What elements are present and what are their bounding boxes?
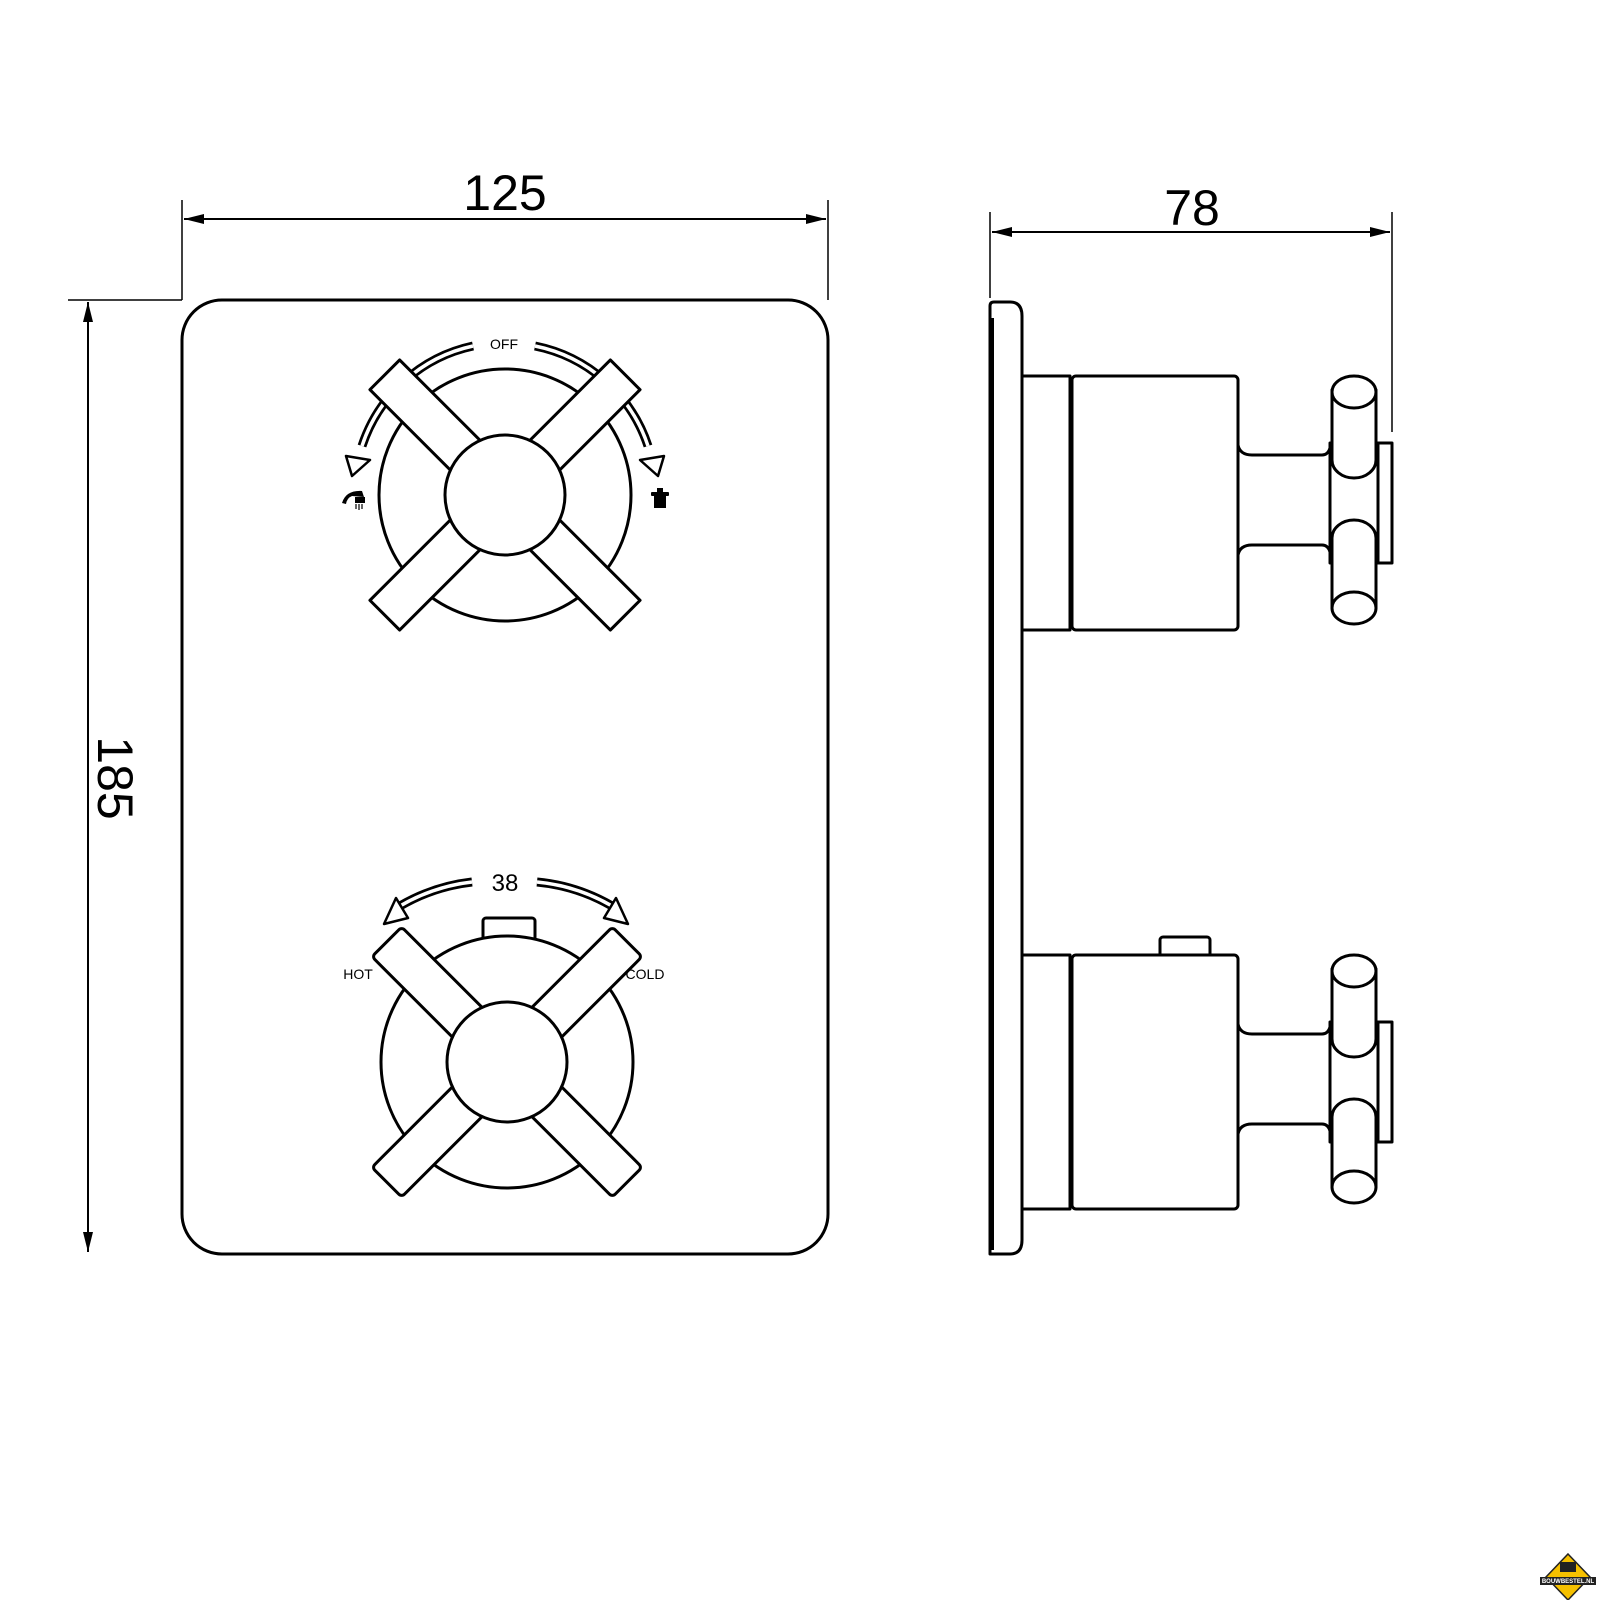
front-plate bbox=[180, 298, 830, 1256]
temperature-arrow-hot bbox=[382, 877, 473, 926]
side-view bbox=[988, 300, 1394, 1256]
width-dimension: 125 bbox=[181, 165, 829, 300]
handle-spoke bbox=[1330, 1097, 1378, 1189]
knob-hub bbox=[443, 433, 567, 557]
temperature-label: 38 bbox=[492, 870, 519, 897]
side-upper-valve bbox=[1020, 374, 1394, 632]
side-lower-valve bbox=[1020, 935, 1394, 1211]
hand-shower-icon bbox=[342, 490, 365, 510]
side-plate bbox=[988, 300, 1024, 1256]
width-value: 125 bbox=[463, 165, 546, 221]
depth-dimension: 78 bbox=[989, 180, 1393, 432]
hot-label: HOT bbox=[343, 966, 373, 982]
handle-spoke bbox=[1330, 967, 1378, 1059]
handle-spoke bbox=[1330, 518, 1378, 610]
head-shower-icon bbox=[651, 488, 669, 508]
logo-text: BOUWBESTEL.NL bbox=[1542, 1579, 1595, 1585]
handle-spoke bbox=[1330, 388, 1378, 480]
cold-label: COLD bbox=[626, 966, 665, 982]
height-dimension: 185 bbox=[68, 299, 182, 1252]
depth-value: 78 bbox=[1164, 180, 1220, 236]
height-value: 185 bbox=[87, 736, 143, 819]
temperature-arrow-cold bbox=[536, 877, 630, 926]
off-label: OFF bbox=[490, 336, 518, 352]
bouwbestel-logo: BOUWBESTEL.NL bbox=[1540, 1552, 1596, 1600]
thermostat-knob: 38 HOT COLD bbox=[343, 870, 664, 1197]
diverter-knob: OFF bbox=[342, 336, 669, 632]
knob-hub bbox=[445, 1000, 569, 1124]
